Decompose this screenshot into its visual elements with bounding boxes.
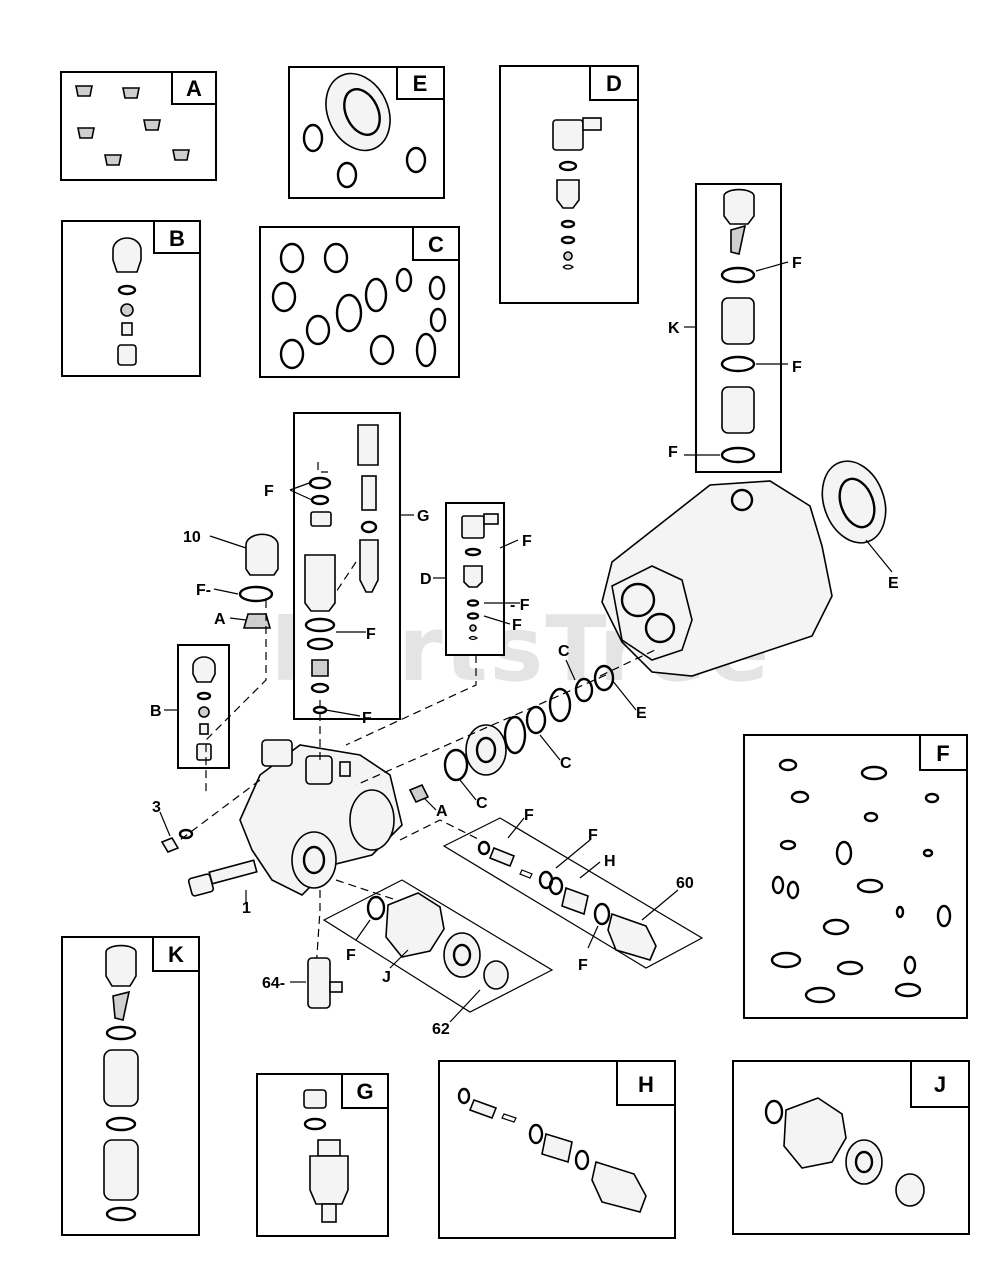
j-assembly-callout: F J 62 [322, 879, 554, 1038]
kit-c-tag: C [428, 232, 444, 257]
k-assembly-upper: F F F K [668, 183, 802, 473]
callout-f: F [792, 359, 802, 376]
callout-f: F [366, 626, 376, 643]
kit-j-box: J [732, 1060, 970, 1235]
callout-f: F [264, 483, 274, 500]
callout-62: 62 [432, 1021, 450, 1038]
kit-f-box: F [743, 734, 968, 1019]
kit-b-box: B [61, 220, 201, 377]
callout-f: F [362, 710, 372, 727]
callout-a: A [214, 611, 226, 628]
callout-c: C [476, 795, 488, 812]
g-assembly-callout: G F F F [264, 412, 429, 727]
kit-g-tag: G [356, 1079, 373, 1104]
callout-f-dash: F- [196, 582, 211, 599]
kit-h-box: H [438, 1060, 676, 1239]
kit-e-seal-parts [302, 72, 427, 189]
callout-f: F [522, 533, 532, 550]
kit-j-inlet-parts [764, 1097, 925, 1207]
kit-a-tag: A [186, 76, 202, 101]
kit-g-box: G [256, 1073, 389, 1237]
callout-b: B [150, 703, 162, 720]
kit-e-tag: E [413, 71, 428, 96]
part-1-bolt: 1 [187, 859, 258, 917]
callout-a: A [436, 803, 448, 820]
kit-j-tag: J [934, 1072, 946, 1097]
callout-h: H [604, 853, 616, 870]
callout-3: 3 [152, 799, 161, 816]
kit-f-tag: F [936, 741, 949, 766]
callout-f: F [512, 617, 522, 634]
manifold-left-parts: 10 F- A B [150, 529, 279, 769]
callout-c: C [560, 755, 572, 772]
pump-manifold [179, 600, 607, 971]
kit-a-box: A [60, 71, 217, 181]
callout-k: K [668, 320, 680, 337]
pump-crankcase: E [601, 460, 899, 677]
kit-h-tag: H [638, 1072, 654, 1097]
callout-e: E [636, 705, 647, 722]
callout-dash-f: - F [510, 597, 530, 614]
kit-a-nozzle-parts [75, 85, 190, 166]
callout-g: G [417, 508, 429, 525]
callout-f: F [578, 957, 588, 974]
h-assembly-callout: F F H F 60 [442, 807, 704, 974]
callout-f: F [524, 807, 534, 824]
kit-d-box: D [499, 65, 639, 304]
callout-e: E [888, 575, 899, 592]
callout-d: D [420, 571, 432, 588]
callout-f: F [588, 827, 598, 844]
kit-d-tag: D [606, 71, 622, 96]
part-64-fitting: 64- [262, 957, 343, 1009]
d-assembly-callout: F D - F F [420, 502, 532, 656]
part-3-screw: 3 [152, 799, 194, 853]
kit-g-unloader-parts [303, 1089, 349, 1223]
kit-h-outlet-parts [457, 1087, 647, 1213]
kit-f-oring-parts [770, 758, 952, 1004]
kit-b-tag: B [169, 226, 185, 251]
callout-c: C [558, 643, 570, 660]
callout-10: 10 [183, 529, 201, 546]
kit-k-tag: K [168, 942, 184, 967]
callout-f: F [668, 444, 678, 461]
callout-64: 64- [262, 975, 285, 992]
kit-c-box: C [259, 226, 460, 378]
callout-j: J [382, 969, 391, 986]
kit-d-valve-parts [552, 117, 602, 270]
kit-k-box: K [61, 936, 200, 1236]
callout-60: 60 [676, 875, 694, 892]
pump-seals-row: E C C C A [408, 643, 656, 820]
callout-f: F [346, 947, 356, 964]
kit-b-valve-parts [112, 237, 142, 366]
kit-c-packing-parts [271, 242, 447, 370]
kit-k-check-valve-parts [103, 944, 139, 1222]
callout-f: F [792, 255, 802, 272]
kit-e-box: E [288, 66, 445, 199]
callout-1: 1 [242, 900, 251, 917]
